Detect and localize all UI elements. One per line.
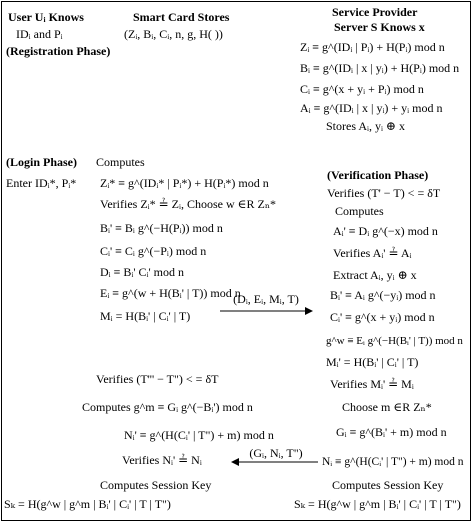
ver-choose: Choose m ∈R Zₙ*: [342, 400, 432, 414]
ver-session-heading: Computes Session Key: [332, 478, 444, 492]
reg-stores: Stores Aᵢ, yᵢ ⊕ x: [326, 119, 405, 133]
login-eq-c: Cᵢ' ≡ Cᵢ g^(−Pᵢ) mod n: [100, 244, 207, 258]
user-session-heading: Computes Session Key: [100, 478, 212, 492]
ver-verifies-time: Verifies (T' − T) < = δT: [327, 186, 441, 200]
registration-phase-label: (Registration Phase): [6, 44, 111, 58]
login-eq-m: Mᵢ = H(Bᵢ' | Cᵢ' | T): [100, 309, 191, 323]
user-knows-values: IDᵢ and Pᵢ: [16, 27, 63, 41]
ver-eq-m: Mᵢ' = H(Bᵢ' | Cᵢ' | T): [326, 355, 419, 369]
reply-message: (Gᵢ, Nᵢ, T"): [249, 446, 303, 460]
user-eq-n: Nᵢ' ≡ g^(H(Cᵢ' | T") + m) mod n: [124, 428, 274, 442]
reg-eq-c: Cᵢ ≡ g^(x + yᵢ + Pᵢ) mod n: [300, 82, 424, 96]
login-eq-d: Dᵢ ≡ Bᵢ' Cᵢ' mod n: [100, 265, 184, 279]
login-verifies: Verifies Zᵢ* ≟ Zᵢ, Choose w ∈R Zₙ*: [100, 197, 277, 211]
user-verifies-n: Verifies Nᵢ' ≟ Nᵢ: [122, 453, 202, 467]
ver-verifies-a: Verifies Aᵢ' ≟ Aᵢ: [333, 246, 412, 260]
ver-eq-c: Cᵢ' ≡ g^(x + yᵢ) mod n: [330, 310, 435, 324]
ver-eq-a: Aᵢ' ≡ Dᵢ g^(−x) mod n: [333, 224, 438, 238]
ver-computes: Computes: [335, 204, 384, 218]
ver-eq-g: Gᵢ ≡ g^(Bᵢ' + m) mod n: [336, 425, 447, 439]
smartcard-values: (Zᵢ, Bᵢ, Cᵢ, n, g, H( )): [124, 27, 223, 41]
user-verifies-time: Verifies (T''' − T") < = δT: [96, 372, 219, 386]
login-eq-z: Zᵢ* ≡ g^(IDᵢ* | Pᵢ*) + H(Pᵢ*) mod n: [100, 176, 269, 190]
login-computes: Computes: [96, 155, 145, 169]
reg-eq-a: Aᵢ ≡ g^(IDᵢ | x | yᵢ) + yᵢ mod n: [300, 101, 443, 115]
login-phase-label: (Login Phase): [6, 155, 78, 169]
login-message: (Dᵢ, Eᵢ, Mᵢ, T): [233, 292, 299, 306]
login-enter: Enter IDᵢ*, Pᵢ*: [6, 176, 77, 190]
ver-eq-b: Bᵢ' ≡ Aᵢ g^(−yᵢ) mod n: [330, 288, 436, 302]
verification-phase-label: (Verification Phase): [327, 168, 429, 182]
ver-session-key: Sₖ = H(g^w | g^m | Bᵢ' | Cᵢ' | T | T"): [294, 497, 461, 511]
login-eq-e: Eᵢ ≡ g^(w + H(Bᵢ' | T)) mod n: [100, 286, 241, 300]
ver-eq-n: Nᵢ ≡ g^(H(Cᵢ' | T") + m) mod n: [322, 456, 464, 468]
user-eq-gm: Computes g^m ≡ Gᵢ g^(−Bᵢ') mod n: [82, 400, 253, 414]
server-heading-2: Server S Knows x: [334, 20, 425, 34]
ver-eq-gw: g^w ≡ Eᵢ g^(−H(Bᵢ' | T)) mod n: [326, 335, 463, 347]
smartcard-heading: Smart Card Stores: [133, 10, 230, 24]
reg-eq-b: Bᵢ ≡ g^(IDᵢ | x | yᵢ) + H(Pᵢ) mod n: [300, 61, 460, 75]
user-session-key: Sₖ = H(g^w | g^m | Bᵢ' | Cᵢ' | T | T"): [4, 497, 171, 511]
user-knows-heading: User Uᵢ Knows: [8, 10, 84, 24]
login-eq-b: Bᵢ' ≡ Bᵢ g^(−H(Pᵢ)) mod n: [100, 221, 223, 235]
ver-extract: Extract Aᵢ, yᵢ ⊕ x: [333, 268, 417, 282]
server-heading-1: Service Provider: [332, 5, 418, 19]
ver-verifies-m: Verifies Mᵢ' ≟ Mᵢ: [330, 377, 414, 391]
reg-eq-z: Zᵢ ≡ g^(IDᵢ | Pᵢ) + H(Pᵢ) mod n: [300, 40, 445, 54]
